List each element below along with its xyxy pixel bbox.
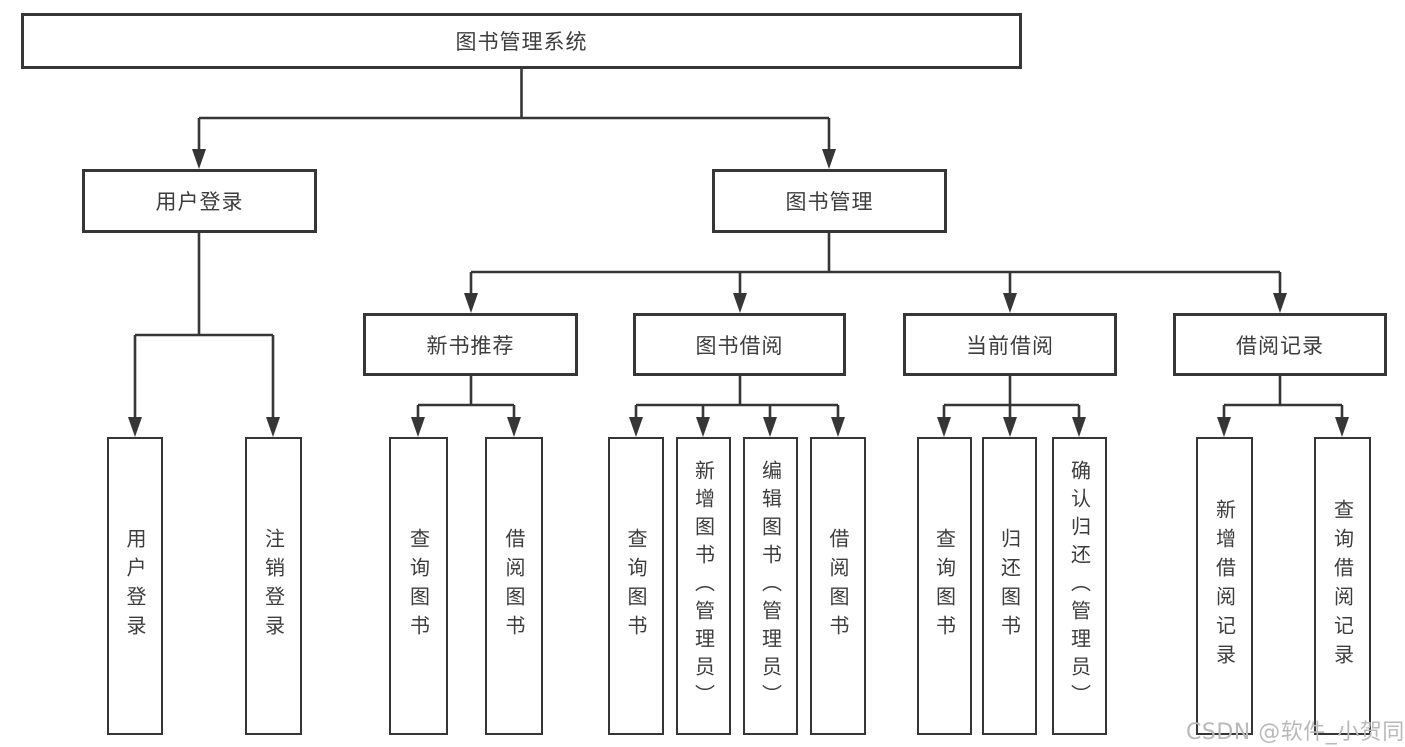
leaf-label: 编辑图书（管理员） <box>758 460 783 712</box>
leaf-node-logout: 注销登录 <box>245 437 302 735</box>
leaf-node-confirm-return-admin: 确认归还（管理员） <box>1052 437 1107 735</box>
leaf-label: 借阅图书 <box>826 528 850 644</box>
node-user-login: 用户登录 <box>82 169 317 233</box>
leaf-node-borrow-books: 借阅图书 <box>810 437 866 735</box>
csdn-watermark: CSDN @软件_小贺同学 <box>1186 720 1405 745</box>
leaf-node-add-borrow-record: 新增借阅记录 <box>1196 437 1253 735</box>
leaf-node-query-borrow-record: 查询借阅记录 <box>1314 437 1371 735</box>
leaf-node-query-books: 查询图书 <box>608 437 664 735</box>
node-label: 借阅记录 <box>1236 333 1324 358</box>
node-label: 图书管理 <box>785 190 874 214</box>
node-book-management: 图书管理 <box>712 169 947 233</box>
leaf-node-return-books: 归还图书 <box>982 437 1037 735</box>
leaf-label: 借阅图书 <box>502 528 526 644</box>
leaf-label: 新增借阅记录 <box>1212 499 1237 673</box>
leaf-label: 查询图书 <box>932 528 957 644</box>
node-label: 图书借阅 <box>695 333 784 358</box>
node-borrowing-records: 借阅记录 <box>1173 313 1387 376</box>
connector-strokes <box>133 69 1344 420</box>
arrowhead-icons <box>128 149 1349 437</box>
leaf-label: 查询借阅记录 <box>1330 499 1355 673</box>
node-current-borrowing: 当前借阅 <box>903 313 1117 376</box>
leaf-node-query-books: 查询图书 <box>389 437 448 735</box>
leaf-label: 新增图书（管理员） <box>691 460 716 712</box>
leaf-label: 查询图书 <box>624 528 648 644</box>
leaf-node-borrow-books: 借阅图书 <box>485 437 543 735</box>
node-book-borrowing: 图书借阅 <box>633 313 846 376</box>
leaf-node-edit-books-admin: 编辑图书（管理员） <box>743 437 798 735</box>
leaf-node-add-books-admin: 新增图书（管理员） <box>676 437 731 735</box>
node-label: 新书推荐 <box>426 333 515 358</box>
leaf-node-user-login: 用户登录 <box>107 437 163 735</box>
leaf-label: 确认归还（管理员） <box>1067 460 1092 712</box>
node-library-management-system: 图书管理系统 <box>21 13 1022 69</box>
leaf-label: 查询图书 <box>406 528 431 644</box>
node-new-book-recommendation: 新书推荐 <box>363 313 578 376</box>
node-label: 当前借阅 <box>966 333 1054 358</box>
node-label: 图书管理系统 <box>455 30 588 54</box>
leaf-label: 注销登录 <box>261 528 286 644</box>
leaf-node-query-books: 查询图书 <box>917 437 972 735</box>
leaf-label: 用户登录 <box>123 528 147 644</box>
leaf-label: 归还图书 <box>997 528 1022 644</box>
node-label: 用户登录 <box>155 190 244 214</box>
